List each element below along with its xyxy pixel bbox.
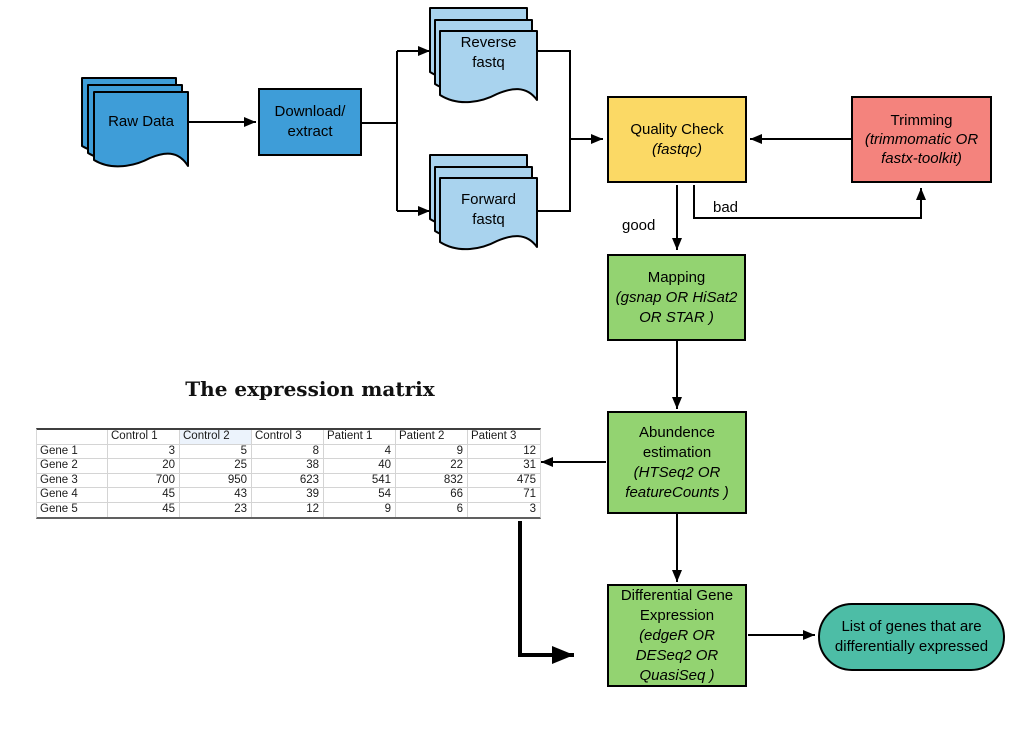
row-label: Gene 4	[37, 488, 108, 503]
expression-matrix-title: The expression matrix	[185, 377, 435, 401]
node-forward-fastq: Forward fastq	[429, 154, 538, 258]
table-cell: 950	[180, 473, 252, 488]
table-cell: 5	[180, 444, 252, 459]
table-cell: 832	[396, 473, 468, 488]
column-header: Control 1	[108, 430, 180, 445]
node-tool-line: OR STAR )	[639, 308, 714, 326]
node-tool-line: (fastqc)	[651, 140, 702, 158]
node-line: Differential Gene	[620, 586, 734, 604]
node-tool-line: QuasiSeq )	[639, 666, 715, 684]
document-stack-icon	[429, 7, 538, 104]
node-trimming: Trimming (trimmomatic OR fastx-toolkit)	[851, 96, 992, 183]
edge-label-good: good	[622, 217, 656, 234]
node-line: Trimming	[890, 112, 953, 129]
node-tool-line: (trimmomatic OR	[864, 131, 979, 148]
node-tool-line: (edgeR OR	[639, 626, 715, 644]
table-cell: 6	[396, 502, 468, 517]
node-line: Expression	[639, 606, 715, 624]
expression-matrix-table: Control 1 Control 2 Control 3 Patient 1 …	[36, 428, 541, 519]
node-tool-line: (gsnap OR HiSat2	[615, 288, 738, 306]
node-line: Quality Check	[630, 120, 724, 138]
edge-label-bad: bad	[713, 199, 739, 216]
column-header: Control 3	[252, 430, 324, 445]
table-cell: 45	[108, 488, 180, 503]
node-tool-line: DESeq2 OR	[635, 646, 719, 664]
node-quality-check: Quality Check (fastqc)	[607, 96, 747, 183]
node-label: Forward fastq	[440, 180, 537, 240]
node-label: Reverse fastq	[440, 31, 537, 75]
table-cell: 12	[252, 502, 324, 517]
node-label: Raw Data	[94, 92, 188, 152]
table-cell: 9	[324, 502, 396, 517]
table-cell: 22	[396, 459, 468, 474]
column-header: Control 2	[180, 430, 252, 445]
node-result-list: List of genes that are differentially ex…	[818, 603, 1005, 671]
node-abundance-estimation: Abundence estimation (HTSeq2 OR featureC…	[607, 411, 747, 514]
row-label: Gene 5	[37, 502, 108, 517]
node-tool-line: fastx-toolkit)	[881, 150, 962, 167]
node-tool-line: featureCounts )	[625, 483, 729, 501]
forward-fastq-line: fastq	[472, 211, 505, 228]
node-line: Download/	[274, 103, 346, 120]
node-line: differentially expressed	[834, 638, 989, 655]
table-cell: 54	[324, 488, 396, 503]
table-cell: 3	[108, 444, 180, 459]
node-reverse-fastq: Reverse fastq	[429, 7, 538, 111]
table-cell: 23	[180, 502, 252, 517]
table-cell: 12	[468, 445, 540, 459]
column-header: Patient 3	[468, 430, 540, 445]
table-cell: 20	[108, 459, 180, 474]
column-header: Patient 2	[396, 430, 468, 445]
table-cell: 25	[180, 459, 252, 474]
reverse-fastq-line: Reverse	[460, 34, 517, 51]
table-cell: 45	[108, 502, 180, 517]
table-cell: 43	[180, 488, 252, 503]
table-cell: 541	[324, 473, 396, 488]
node-raw-data: Raw Data	[81, 77, 189, 172]
table-cell: 71	[468, 488, 540, 503]
node-line: extract	[287, 123, 333, 140]
document-stack-icon	[81, 77, 189, 168]
row-label: Gene 2	[37, 459, 108, 474]
table-cell: 475	[468, 474, 540, 488]
node-line: List of genes that are	[841, 618, 982, 635]
node-download-extract: Download/ extract	[258, 88, 362, 156]
row-label: Gene 1	[37, 444, 108, 459]
table-cell: 40	[324, 459, 396, 474]
table-cell: 8	[252, 444, 324, 459]
table-cell: 700	[108, 473, 180, 488]
table-cell: 38	[252, 459, 324, 474]
raw-data-label: Raw Data	[108, 113, 174, 130]
document-stack-icon	[429, 154, 538, 251]
table-cell: 3	[529, 503, 536, 516]
node-line: Abundence	[639, 423, 715, 441]
table-cell: 66	[396, 488, 468, 503]
reverse-fastq-line: fastq	[472, 54, 505, 71]
column-header: Patient 1	[324, 430, 396, 445]
node-line: Mapping	[647, 268, 706, 286]
node-line: estimation	[642, 443, 712, 461]
node-tool-line: (HTSeq2 OR	[633, 463, 721, 481]
row-label: Gene 3	[37, 473, 108, 488]
table-cell: 31	[468, 459, 540, 474]
table-cell: 9	[396, 444, 468, 459]
table-cell: 623	[252, 473, 324, 488]
table-cell: 39	[252, 488, 324, 503]
node-mapping: Mapping (gsnap OR HiSat2 OR STAR )	[607, 254, 746, 341]
node-differential-gene-expression: Differential Gene Expression (edgeR OR D…	[607, 584, 747, 687]
corner-cell	[37, 430, 108, 445]
table-cell: 4	[324, 444, 396, 459]
forward-fastq-line: Forward	[460, 191, 516, 208]
